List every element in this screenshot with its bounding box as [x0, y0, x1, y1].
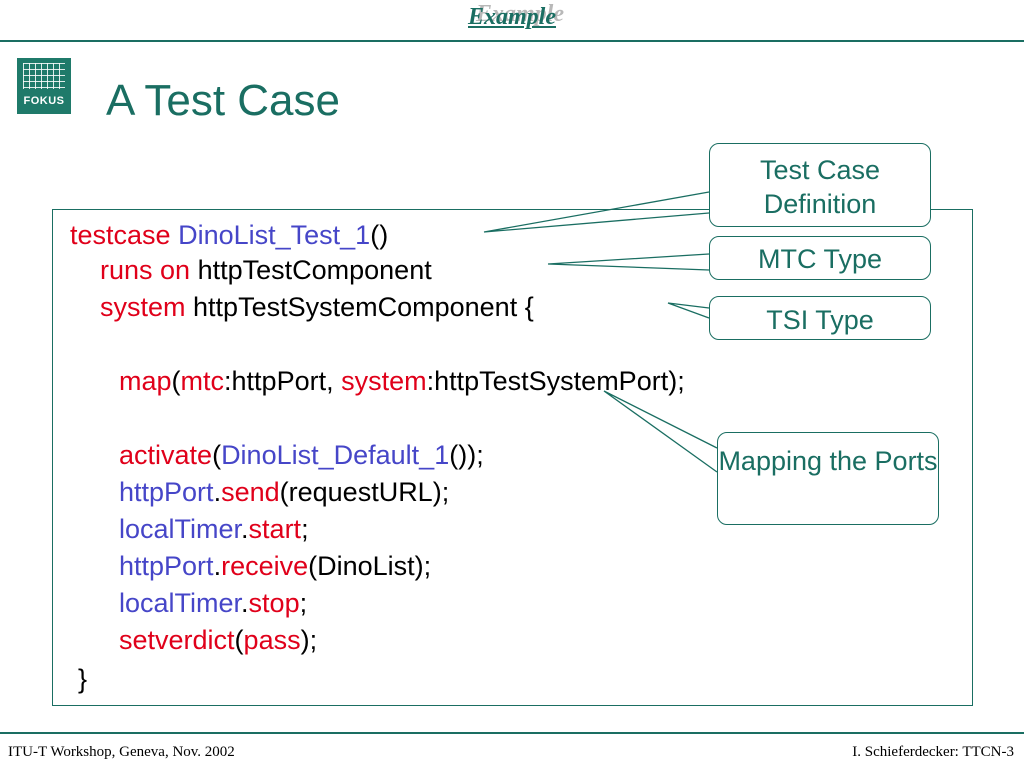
- code-text: (): [370, 220, 389, 250]
- code-line-runs-on: runs on httpTestComponent: [100, 253, 432, 287]
- code-keyword: map: [119, 366, 172, 396]
- code-line-map: map(mtc:httpPort, system:httpTestSystemP…: [119, 364, 685, 398]
- code-keyword: system: [341, 366, 427, 396]
- code-keyword: activate: [119, 440, 213, 470]
- code-text: ;: [299, 588, 308, 618]
- code-text: .: [241, 588, 249, 618]
- callout-test-case-definition: Test Case Definition: [709, 143, 931, 227]
- code-text: :httpPort,: [224, 366, 342, 396]
- code-keyword: stop: [248, 588, 300, 618]
- code-line-close-brace: }: [78, 662, 87, 696]
- code-line-testcase: testcase DinoList_Test_1(): [70, 218, 388, 252]
- code-identifier: DinoList_Default_1: [221, 440, 450, 470]
- logo-grid-icon: [23, 63, 65, 89]
- example-badge-shadow: Example: [476, 1, 564, 27]
- code-line-setverdict: setverdict(pass);: [119, 623, 317, 657]
- footer-left-text: ITU-T Workshop, Geneva, Nov. 2002: [8, 744, 235, 760]
- code-line-timer-stop: localTimer.stop;: [119, 586, 307, 620]
- callout-mapping-ports: Mapping the Ports: [717, 432, 939, 525]
- code-text: }: [78, 664, 88, 694]
- code-text: :httpTestSystemPort);: [426, 366, 685, 396]
- code-keyword: testcase: [70, 220, 171, 250]
- fokus-logo: FOKUS: [17, 58, 71, 114]
- code-keyword: runs on: [100, 255, 191, 285]
- code-keyword: system: [100, 292, 186, 322]
- code-keyword: pass: [243, 625, 301, 655]
- code-text: .: [241, 514, 249, 544]
- code-keyword: send: [221, 477, 280, 507]
- code-text: .: [213, 477, 222, 507]
- code-identifier: httpPort: [119, 477, 214, 507]
- code-text: (: [234, 625, 244, 655]
- footer-rule: [0, 732, 1024, 734]
- code-keyword: setverdict: [119, 625, 235, 655]
- code-text: .: [213, 551, 222, 581]
- header-rule: [0, 40, 1024, 42]
- example-badge-text: Example: [468, 4, 556, 30]
- code-line-activate: activate(DinoList_Default_1());: [119, 438, 484, 472]
- code-text: httpTestSystemComponent {: [193, 292, 534, 322]
- slide-title: A Test Case: [106, 76, 340, 125]
- example-badge: Example Example: [0, 1, 1024, 31]
- code-text: ());: [449, 440, 484, 470]
- code-text: httpTestComponent: [197, 255, 432, 285]
- code-identifier: httpPort: [119, 551, 214, 581]
- code-text: (: [171, 366, 181, 396]
- code-text: );: [300, 625, 318, 655]
- code-line-receive: httpPort.receive(DinoList);: [119, 549, 431, 583]
- callout-tsi-type: TSI Type: [709, 296, 931, 340]
- code-keyword: mtc: [180, 366, 225, 396]
- code-line-send: httpPort.send(requestURL);: [119, 475, 449, 509]
- footer-right-text: I. Schieferdecker: TTCN-3: [852, 744, 1014, 760]
- code-text: (requestURL);: [279, 477, 450, 507]
- code-text: (: [212, 440, 222, 470]
- callout-mtc-type: MTC Type: [709, 236, 931, 280]
- code-text: ;: [301, 514, 309, 544]
- code-identifier: DinoList_Test_1: [178, 220, 371, 250]
- logo-text: FOKUS: [23, 95, 65, 107]
- code-line-system: system httpTestSystemComponent {: [100, 290, 534, 324]
- code-identifier: localTimer: [119, 514, 242, 544]
- code-text: (DinoList);: [308, 551, 432, 581]
- code-keyword: receive: [221, 551, 309, 581]
- code-keyword: start: [248, 514, 302, 544]
- code-identifier: localTimer: [119, 588, 242, 618]
- code-line-timer-start: localTimer.start;: [119, 512, 309, 546]
